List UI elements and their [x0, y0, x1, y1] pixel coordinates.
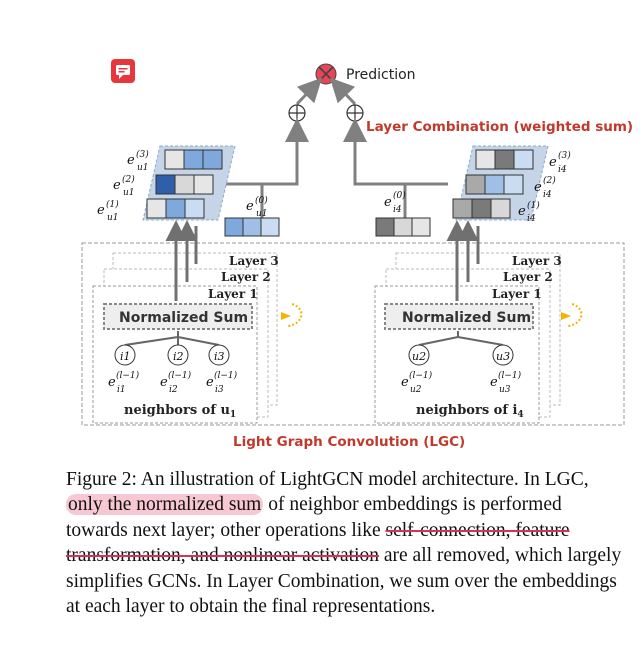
- svg-text:i3: i3: [215, 385, 224, 395]
- prediction-label: Prediction: [346, 67, 416, 83]
- left-embedding-layer0: [224, 217, 280, 237]
- svg-text:u3: u3: [496, 350, 510, 363]
- svg-text:(l−1): (l−1): [498, 370, 522, 381]
- svg-text:u1: u1: [137, 163, 149, 173]
- svg-text:i4: i4: [393, 205, 402, 215]
- svg-text:e: e: [401, 375, 409, 390]
- sum-icon-left: [288, 104, 306, 122]
- svg-text:(1): (1): [527, 200, 540, 211]
- svg-text:u3: u3: [499, 385, 511, 395]
- svg-text:Layer 2: Layer 2: [503, 270, 553, 284]
- svg-text:u1: u1: [123, 188, 135, 198]
- svg-text:e: e: [160, 375, 168, 390]
- right-embedding-layer0: [375, 217, 431, 237]
- svg-text:(3): (3): [558, 150, 571, 161]
- svg-text:e: e: [246, 199, 254, 214]
- svg-text:i4: i4: [527, 214, 536, 224]
- caption-strikethrough[interactable]: self-connection, feature transformation,…: [66, 519, 570, 567]
- svg-text:(l−1): (l−1): [214, 370, 238, 381]
- svg-text:i4: i4: [558, 165, 567, 175]
- comment-note-icon[interactable]: [111, 59, 135, 83]
- lightgcn-diagram: Prediction Layer Combination (weighted s…: [81, 63, 633, 450]
- svg-text:(0): (0): [393, 190, 406, 201]
- svg-text:e: e: [490, 375, 498, 390]
- loop-icon-right: [561, 303, 583, 327]
- caption-label: Figure 2:: [66, 469, 137, 490]
- svg-text:i4: i4: [543, 190, 552, 200]
- right-emb-labels: e (3) i4 e (2) i4 e (1) i4 e (0) i4: [384, 150, 571, 224]
- svg-text:Normalized Sum: Normalized Sum: [119, 310, 248, 326]
- svg-text:e: e: [206, 375, 214, 390]
- svg-text:u2: u2: [410, 385, 422, 395]
- caption-text-a: An illustration of LightGCN model archit…: [136, 469, 589, 490]
- caption-highlight[interactable]: only the normalized sum: [66, 494, 264, 516]
- svg-text:(2): (2): [122, 174, 135, 185]
- svg-text:(l−1): (l−1): [116, 370, 140, 381]
- svg-text:e: e: [108, 375, 116, 390]
- svg-text:i3: i3: [214, 350, 225, 363]
- layer-combination-label: Layer Combination (weighted sum): [366, 119, 633, 135]
- svg-text:e: e: [127, 153, 135, 168]
- svg-text:(0): (0): [255, 195, 268, 206]
- svg-text:Layer 1: Layer 1: [208, 287, 258, 301]
- svg-text:i2: i2: [169, 385, 178, 395]
- lgc-outer-box: [81, 242, 625, 426]
- prediction-icon: [315, 63, 337, 85]
- svg-text:Layer 3: Layer 3: [512, 254, 562, 268]
- svg-text:e: e: [534, 180, 542, 195]
- left-normalized-sum-box: [103, 303, 253, 330]
- svg-text:(l−1): (l−1): [168, 370, 192, 381]
- svg-text:Normalized Sum: Normalized Sum: [402, 310, 531, 326]
- svg-text:e: e: [113, 178, 121, 193]
- svg-text:u2: u2: [412, 350, 426, 363]
- caption-text-c: are all removed, which largely simplifie…: [66, 545, 622, 618]
- svg-text:Layer 1: Layer 1: [492, 287, 542, 301]
- svg-text:(3): (3): [136, 149, 149, 160]
- svg-text:i1: i1: [117, 385, 126, 395]
- svg-text:neighbors of u1: neighbors of u1: [124, 403, 236, 420]
- svg-text:u1: u1: [256, 209, 268, 219]
- svg-text:i1: i1: [120, 350, 131, 363]
- loop-icon-left: [281, 303, 303, 327]
- left-neighbor-nodes: i1 i2 i3 e (l−1) i1 e (l−1) i2 e (l−1) i…: [108, 331, 238, 420]
- figure-caption: Figure 2: An illustration of LightGCN mo…: [66, 467, 626, 619]
- right-embedding-stack: [452, 145, 549, 221]
- svg-text:e: e: [549, 155, 557, 170]
- svg-text:e: e: [97, 203, 105, 218]
- left-emb-labels: e (3) u1 e (2) u1 e (1) u1 e (0) u1: [97, 149, 268, 223]
- arrow-to-prediction-left: [295, 77, 323, 106]
- svg-text:(l−1): (l−1): [409, 370, 433, 381]
- svg-text:e: e: [384, 195, 392, 210]
- left-embedding-stack: [142, 145, 236, 221]
- svg-text:i2: i2: [173, 350, 184, 363]
- svg-text:e: e: [518, 204, 526, 219]
- right-stack-to-sum: [343, 118, 448, 186]
- svg-text:neighbors of i4: neighbors of i4: [416, 403, 524, 420]
- arrow-to-prediction-right: [329, 77, 357, 106]
- svg-text:Layer 3: Layer 3: [229, 254, 279, 268]
- svg-text:u1: u1: [107, 213, 119, 223]
- lgc-label: Light Graph Convolution (LGC): [233, 434, 465, 450]
- svg-text:Layer 2: Layer 2: [221, 270, 271, 284]
- caption-text-b: of neighbor embeddings is performed towa…: [66, 494, 562, 541]
- svg-text:(1): (1): [106, 199, 119, 210]
- sum-icon-right: [346, 104, 364, 122]
- right-normalized-sum-box: [384, 303, 534, 330]
- right-neighbor-nodes: u2 u3 e (l−1) u2 e (l−1) u3 neighbors of…: [401, 331, 524, 420]
- left-stack-to-sum: [225, 118, 309, 186]
- svg-text:(2): (2): [543, 175, 556, 186]
- right-layer-cards: Layer 3 Layer 2 Layer 1 Normalized Sum: [374, 252, 562, 424]
